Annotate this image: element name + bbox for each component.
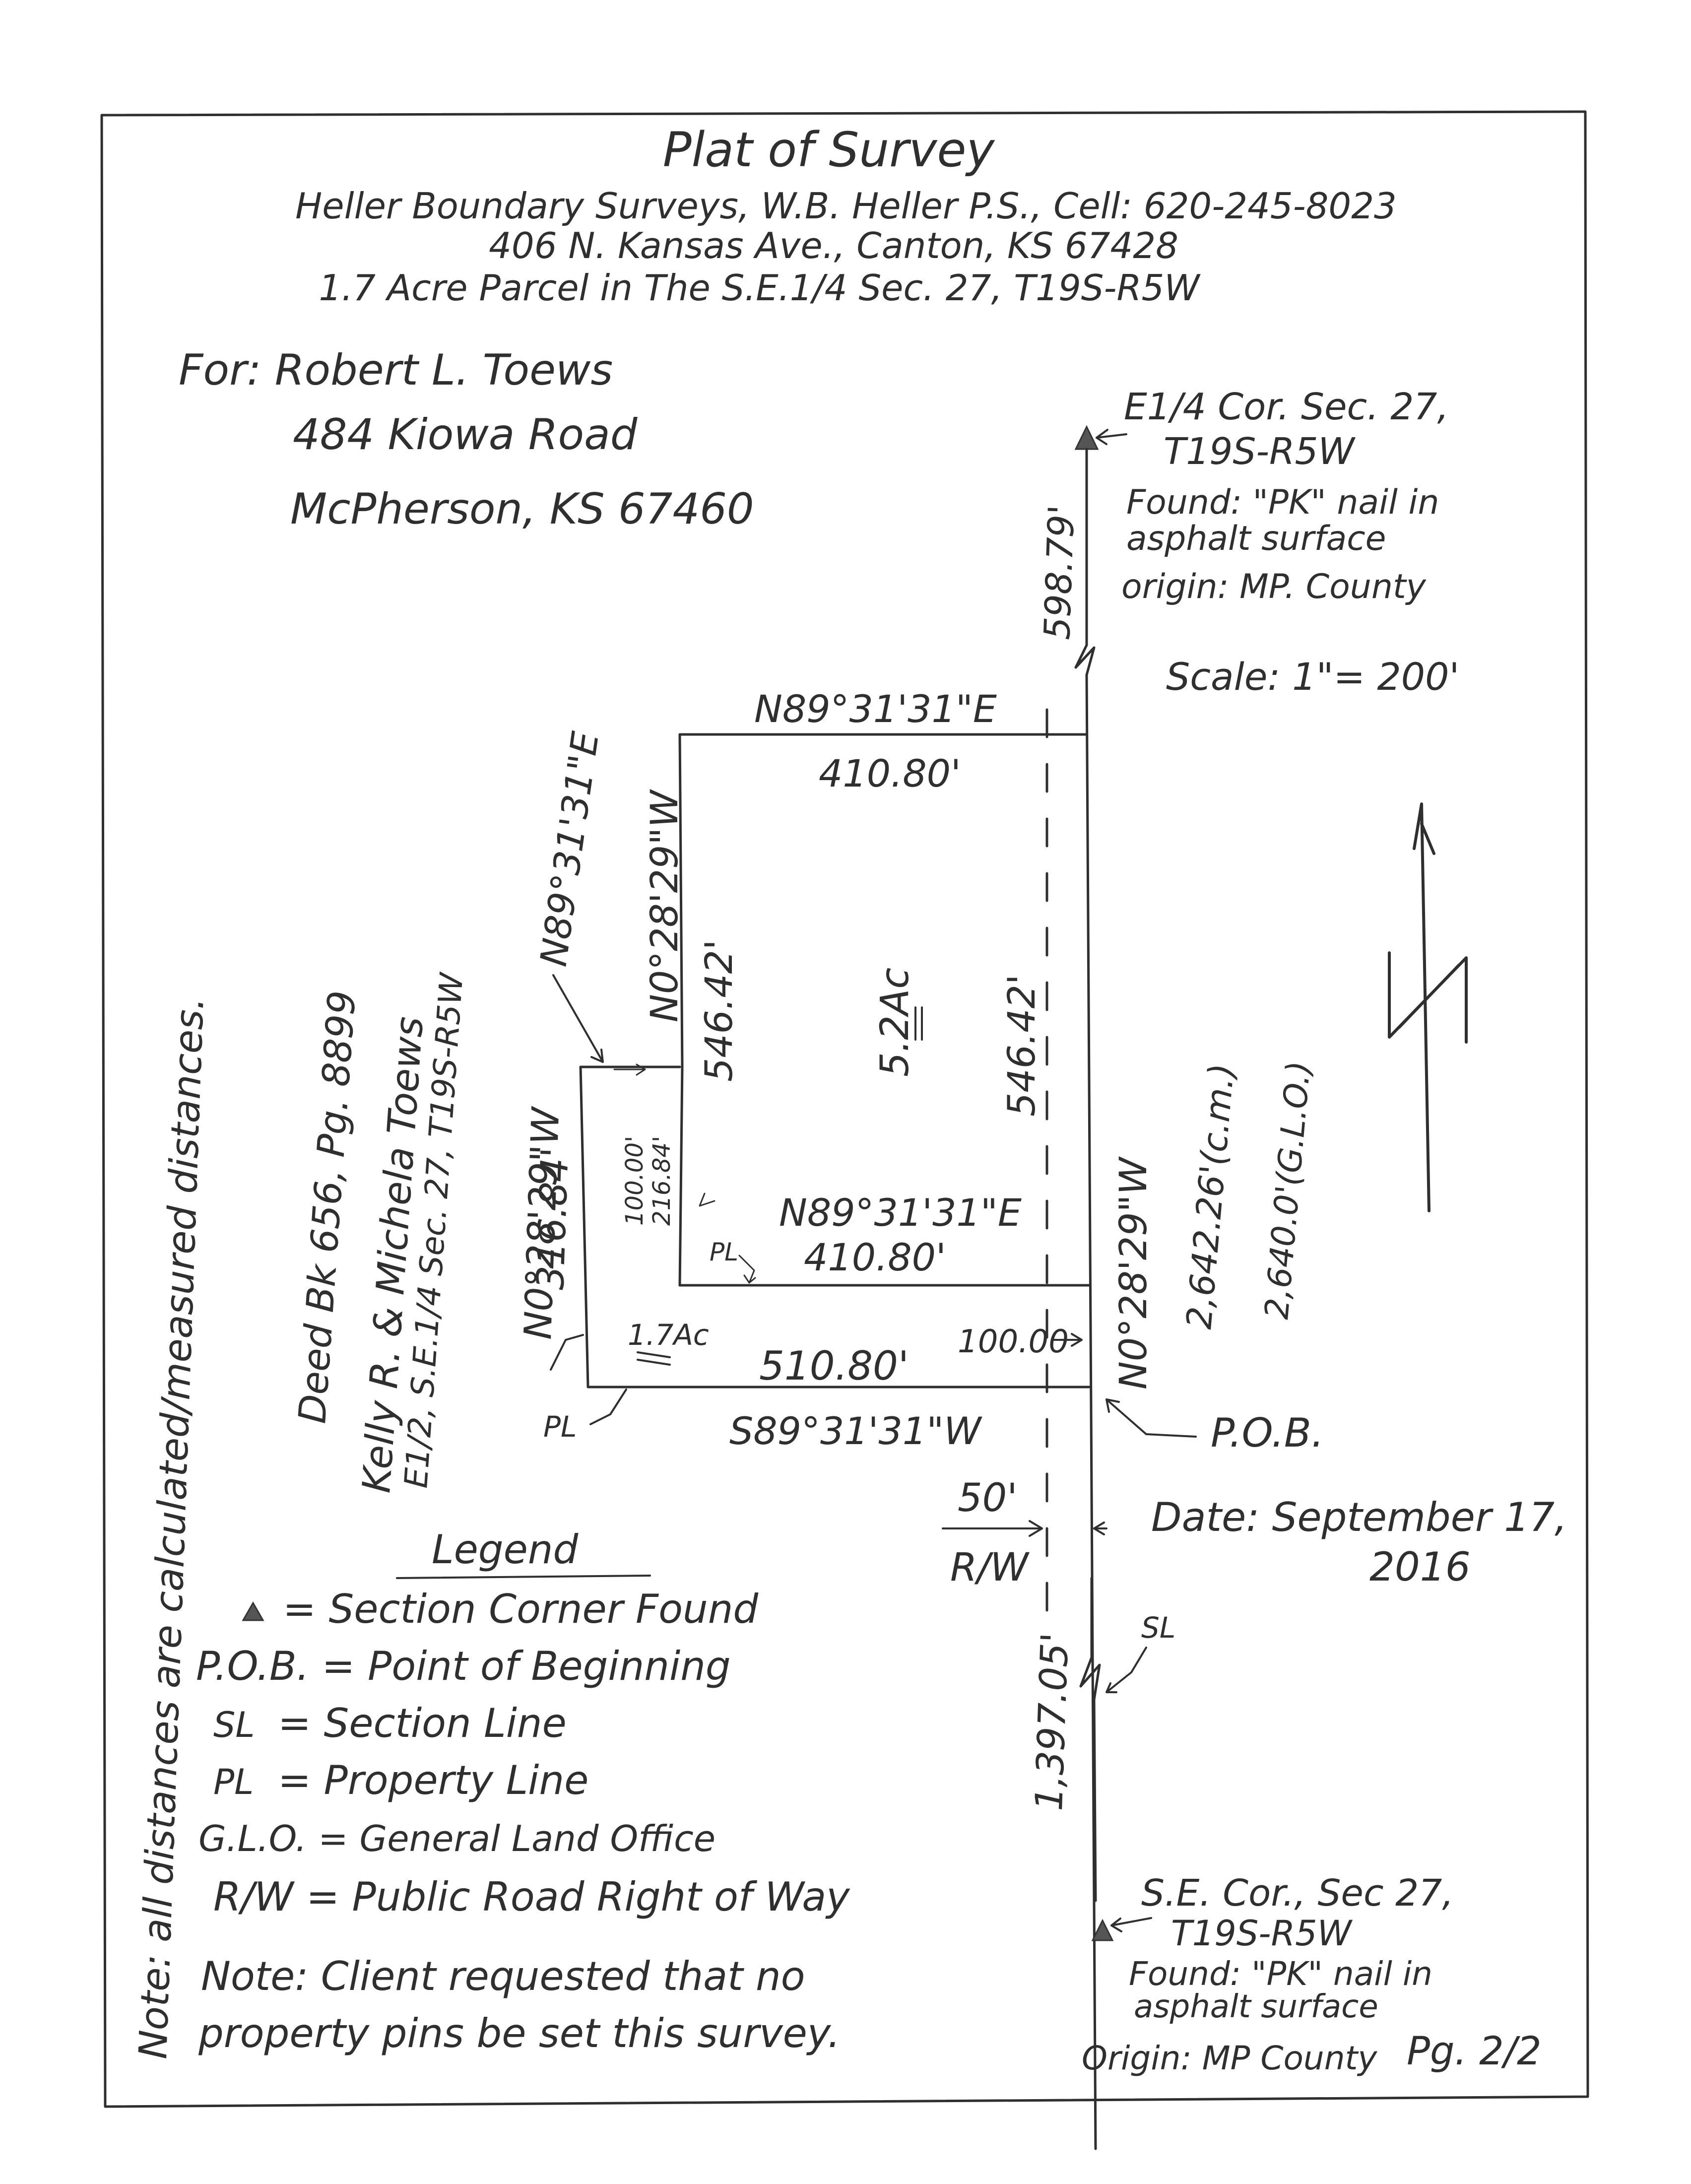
ne-corner-line-4: asphalt surface: [1126, 519, 1386, 558]
se-corner-found-icon: [1091, 1919, 1114, 1941]
se-corner-line-3: Found: "PK" nail in: [1129, 1955, 1432, 1993]
legend-title: Legend: [432, 1526, 579, 1573]
se-corner-line-1: S.E. Cor., Sec 27,: [1141, 1872, 1454, 1915]
offset-arrow: [613, 1063, 646, 1076]
property-line-marker-west: PL: [543, 1410, 577, 1444]
east-offset-arrow: [1051, 1333, 1083, 1347]
parcel-boundary: [579, 1065, 1091, 1389]
property-line-leader: [738, 1255, 756, 1284]
legend-item-4: = Property Line: [278, 1757, 588, 1803]
north-bearing: N89°31'31"E: [754, 687, 997, 731]
client-note-line-2: property pins be set this survey.: [198, 2010, 840, 2056]
se-corner-leader: [1110, 1917, 1152, 1932]
north-arrow-icon: [1388, 802, 1468, 1212]
inner-west-bearing: N0°28'29"W: [642, 789, 686, 1022]
rw-arrows: [942, 1520, 1107, 1537]
client-line-1: For: Robert L. Toews: [179, 345, 613, 395]
south-bearing: S89°31'31"W: [729, 1409, 982, 1453]
legend-property-line-icon: PL: [213, 1762, 254, 1802]
section-line-marker: SL: [1141, 1611, 1175, 1645]
client-line-3: McPherson, KS 67460: [290, 484, 754, 534]
se-corner-line-4: asphalt surface: [1134, 1988, 1378, 2025]
south-inner-distance: 410.80': [804, 1235, 946, 1279]
corner-west-leader: [550, 1334, 584, 1371]
tract-west-line: [678, 733, 684, 1287]
surveyor-line-2: 406 N. Kansas Ave., Canton, KS 67428: [489, 225, 1178, 266]
pob-label: P.O.B.: [1211, 1410, 1324, 1456]
section-distance-cm: 2,642.26'(c.m.): [1178, 1062, 1242, 1331]
left-bearing-callout: N89°31'31"E: [532, 729, 607, 969]
surveyor-line-1: Heller Boundary Surveys, W.B. Heller P.S…: [295, 185, 1397, 227]
north-distance: 410.80': [819, 751, 961, 795]
top-distance: 598.79': [1036, 504, 1082, 641]
page-border: [100, 110, 1589, 2108]
offset-100: 100.00': [621, 1136, 649, 1226]
page-number: Pg. 2/2: [1407, 2029, 1542, 2074]
east-bearing: N0°28'29"W: [1111, 1156, 1155, 1390]
legend-underline: [396, 1575, 651, 1579]
section-line-leader: [1106, 1647, 1147, 1693]
property-line-marker: PL: [710, 1238, 738, 1266]
rw-distance: 50': [958, 1476, 1018, 1521]
ne-corner-line-5: origin: MP. County: [1121, 567, 1427, 606]
plat-title: Plat of Survey: [663, 122, 995, 178]
section-line-east: [1074, 448, 1101, 2150]
legend-item-2: P.O.B. = Point of Beginning: [196, 1643, 731, 1689]
ne-corner-leader: [1096, 429, 1127, 445]
property-line-west-leader: [589, 1389, 627, 1425]
legend-corner-icon: [242, 1601, 264, 1621]
section-corner-found-icon: [1074, 425, 1099, 450]
date-line-2: 2016: [1369, 1544, 1471, 1590]
offset-arrow-2: [699, 1192, 715, 1207]
ne-corner-line-3: Found: "PK" nail in: [1126, 483, 1439, 522]
inner-west-distance: 546.42': [697, 939, 741, 1082]
west-distance: 316.84': [528, 1147, 577, 1291]
legend-item-3: = Section Line: [278, 1700, 567, 1746]
scale-label: Scale: 1"= 200': [1166, 655, 1459, 699]
section-distance-glo: 2,640.0'(G.L.O.): [1257, 1059, 1318, 1321]
date-line-1: Date: September 17,: [1151, 1494, 1567, 1540]
client-line-2: 484 Kiowa Road: [293, 410, 638, 460]
surveyor-line-3: 1.7 Acre Parcel in The S.E.1/4 Sec. 27, …: [319, 267, 1201, 309]
east-offset: 100.00: [958, 1324, 1069, 1360]
se-corner-line-5: Origin: MP County: [1082, 2039, 1377, 2077]
south-inner-bearing: N89°31'31"E: [779, 1191, 1022, 1235]
offset-216: 216.84': [648, 1136, 676, 1226]
legend-item-1: = Section Corner Found: [283, 1586, 759, 1632]
se-corner-line-2: T19S-R5W: [1171, 1913, 1353, 1954]
legend-section-line-icon: SL: [213, 1705, 255, 1745]
west-bearing: N0°28'29"W: [516, 1105, 568, 1340]
south-distance: 510.80': [759, 1343, 909, 1389]
ne-corner-line-2: T19S-R5W: [1164, 430, 1356, 473]
left-callout-leader: [552, 974, 604, 1063]
area-small-parcel: 1.7Ac: [628, 1318, 709, 1352]
area-small-underline: [637, 1351, 671, 1366]
rw-label: R/W: [950, 1545, 1030, 1590]
ne-corner-line-1: E1/4 Cor. Sec. 27,: [1124, 386, 1449, 428]
client-note-line-1: Note: Client requested that no: [201, 1953, 805, 1999]
area-large-tract: 5.2Ac: [873, 968, 917, 1077]
legend-item-5: G.L.O. = General Land Office: [198, 1818, 715, 1859]
bottom-distance: 1,397.05': [1027, 1632, 1077, 1811]
distances-note: Note: all distances are calculated/measu…: [131, 996, 213, 2060]
area-large-underline: [914, 1006, 923, 1041]
deed-line-1: Deed Bk 656, Pg. 8899: [290, 989, 364, 1425]
east-inner-distance: 546.42': [999, 974, 1043, 1117]
pob-leader: [1106, 1398, 1197, 1438]
legend-item-6: R/W = Public Road Right of Way: [213, 1874, 850, 1920]
